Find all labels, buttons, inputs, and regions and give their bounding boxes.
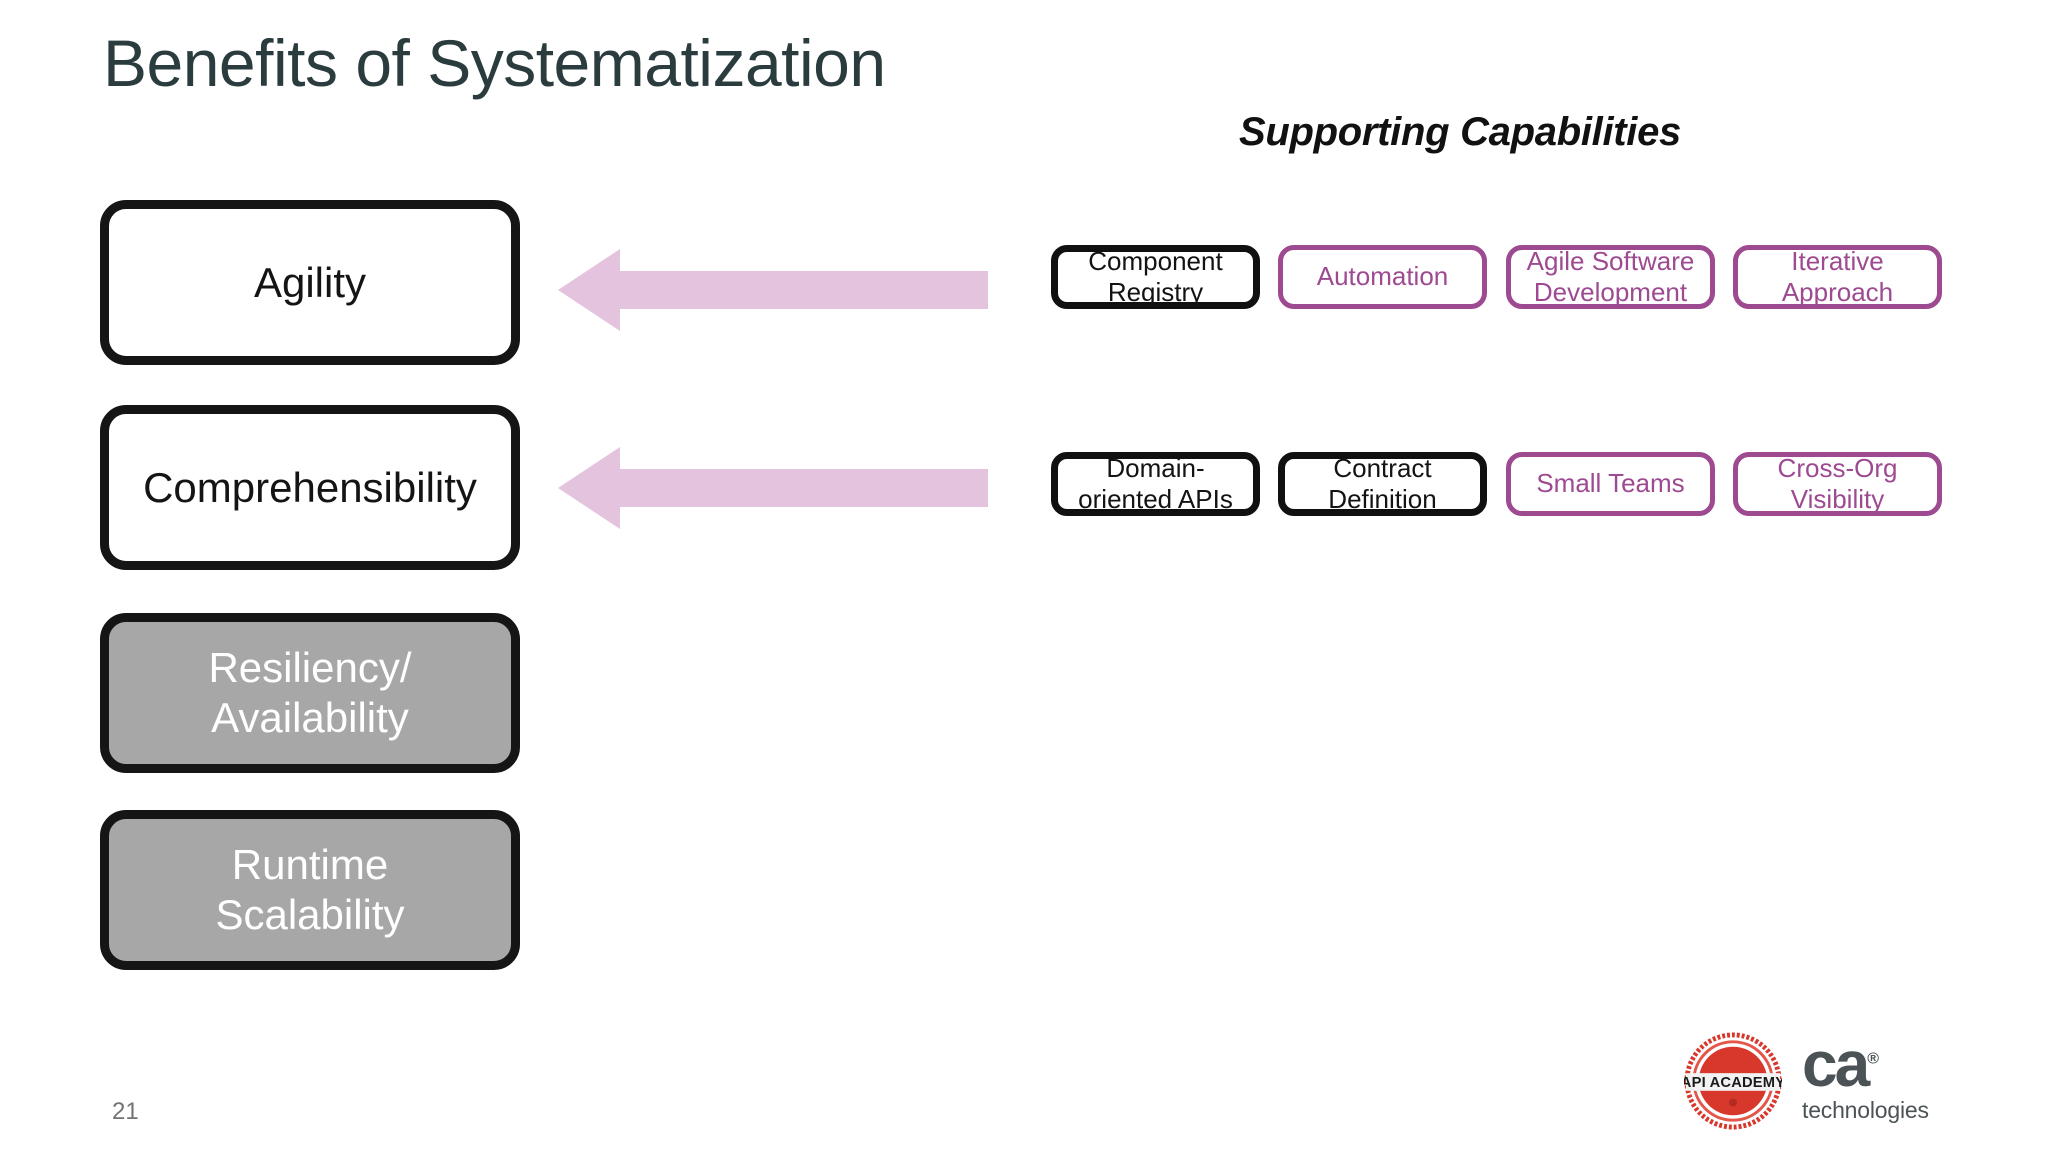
arrow-left-icon [558, 249, 988, 331]
arrow-left-icon [558, 447, 988, 529]
capability-agile-software-development[interactable]: Agile Software Development [1506, 245, 1715, 309]
capability-label-line1: Component [1088, 245, 1223, 276]
capability-label-line2: Definition [1328, 484, 1437, 514]
benefit-label-line1: Runtime [231, 841, 389, 889]
benefit-label-line2: Scalability [215, 891, 405, 938]
capability-label: Cross-Org Visibility [1778, 453, 1898, 515]
page-title: Benefits of Systematization [103, 26, 886, 100]
capability-component-registry[interactable]: Component Registry [1051, 245, 1260, 309]
ca-technologies-logo: ca® technologies [1802, 1032, 1952, 1134]
capability-label-line1: Cross-Org [1777, 452, 1898, 483]
capability-label-line1: Contract [1333, 452, 1432, 483]
svg-text:API ACADEMY: API ACADEMY [1684, 1075, 1782, 1091]
benefit-label-line2: Availability [211, 694, 409, 741]
benefit-label-line1: Resiliency/ [208, 644, 412, 692]
capability-label: Agile Software Development [1527, 246, 1695, 308]
api-academy-logo-icon: API ACADEMY [1684, 1032, 1782, 1130]
capability-label-line2: Registry [1107, 277, 1204, 307]
registered-mark-icon: ® [1867, 1050, 1879, 1068]
benefit-label: Agility [253, 258, 367, 306]
capability-domain-oriented-apis[interactable]: Domain- oriented APIs [1051, 452, 1260, 516]
capability-automation[interactable]: Automation [1278, 245, 1487, 309]
capability-label: Contract Definition [1328, 453, 1436, 515]
capability-label: Automation [1316, 261, 1449, 292]
capability-label-line2: Development [1533, 277, 1688, 307]
capability-small-teams[interactable]: Small Teams [1506, 452, 1715, 516]
benefit-box-agility[interactable]: Agility [100, 200, 520, 365]
supporting-capabilities-heading: Supporting Capabilities [1238, 110, 1681, 154]
benefit-box-resiliency-availability[interactable]: Resiliency/ Availability [100, 613, 520, 773]
capability-label: Small Teams [1536, 468, 1685, 499]
capability-label: Iterative Approach [1782, 246, 1893, 308]
benefit-label: Resiliency/ Availability [208, 643, 411, 742]
benefit-label: Comprehensibility [143, 463, 477, 511]
capability-label-line1: Agile Software [1526, 245, 1695, 276]
ca-wordmark: ca® [1802, 1032, 1952, 1096]
benefit-label: Runtime Scalability [215, 840, 404, 939]
capability-iterative-approach[interactable]: Iterative Approach [1733, 245, 1942, 309]
capability-contract-definition[interactable]: Contract Definition [1278, 452, 1487, 516]
ca-word-text: ca [1802, 1028, 1870, 1100]
logo-strip: API ACADEMY ca® technologies [1670, 1028, 1970, 1138]
capability-label-line2: Approach [1781, 277, 1894, 307]
capability-label-line2: oriented APIs [1078, 484, 1233, 514]
capability-label-line1: Iterative [1791, 245, 1884, 276]
benefit-box-runtime-scalability[interactable]: Runtime Scalability [100, 810, 520, 970]
capability-label-line1: Domain- [1106, 452, 1205, 483]
arrow-left-agility [558, 245, 988, 335]
capability-label-line2: Visibility [1790, 484, 1885, 514]
capability-cross-org-visibility[interactable]: Cross-Org Visibility [1733, 452, 1942, 516]
benefit-box-comprehensibility[interactable]: Comprehensibility [100, 405, 520, 570]
arrow-left-comprehensibility [558, 443, 988, 533]
ca-subtext: technologies [1802, 1096, 1929, 1123]
capability-label: Domain- oriented APIs [1078, 453, 1233, 515]
capability-label: Component Registry [1088, 246, 1222, 308]
page-number: 21 [112, 1098, 139, 1125]
